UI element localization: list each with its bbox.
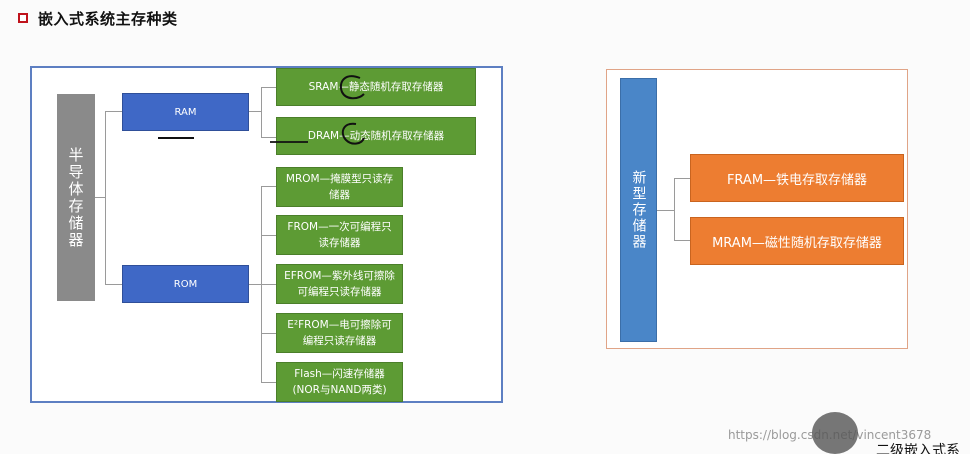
connector: [105, 111, 122, 112]
connector: [105, 284, 122, 285]
handwritten-annotations: [270, 141, 308, 143]
mrom-node: MROM—掩膜型只读存储器: [276, 167, 403, 207]
semiconductor-memory-label: 半导体存储器: [57, 94, 95, 301]
sram-node: SRAM—静态随机存取存储器: [276, 68, 476, 106]
efrom-node: EFROM—紫外线可擦除可编程只读存储器: [276, 264, 403, 304]
title-bullet-icon: [18, 13, 28, 23]
flash-node: Flash—闪速存储器(NOR与NAND两类): [276, 362, 403, 402]
mram-node: MRAM—磁性随机存取存储器: [690, 217, 904, 265]
connector: [674, 240, 690, 241]
connector: [261, 137, 276, 138]
connector: [261, 235, 276, 236]
connector: [261, 186, 276, 187]
connector: [261, 382, 276, 383]
e2from-node: E²FROM—电可擦除可编程只读存储器: [276, 313, 403, 353]
corner-caption: 二级嵌入式系: [876, 443, 960, 454]
logo-icon: [812, 412, 858, 454]
connector: [261, 284, 276, 285]
connector: [674, 178, 675, 240]
connector: [105, 111, 106, 284]
ink-circle-mark: [340, 75, 365, 100]
connector: [261, 333, 276, 334]
from-node: FROM—一次可编程只读存储器: [276, 215, 403, 255]
page-title: 嵌入式系统主存种类: [38, 10, 178, 28]
semiconductor-memory-text: 半导体存储器: [66, 146, 85, 249]
connector: [261, 87, 262, 137]
connector: [95, 197, 105, 198]
connector: [674, 178, 690, 179]
ink-circle-mark: [341, 122, 365, 145]
handwritten-annotations: [158, 75, 365, 145]
connector: [249, 111, 261, 112]
rom-node: ROM: [122, 265, 249, 303]
fram-node: FRAM—铁电存取存储器: [690, 154, 904, 202]
new-memory-label: 新型存储器: [620, 78, 657, 342]
new-memory-text: 新型存储器: [630, 170, 647, 250]
connector: [657, 210, 674, 211]
ram-node: RAM: [122, 93, 249, 131]
connector: [261, 87, 276, 88]
connector: [249, 284, 261, 285]
